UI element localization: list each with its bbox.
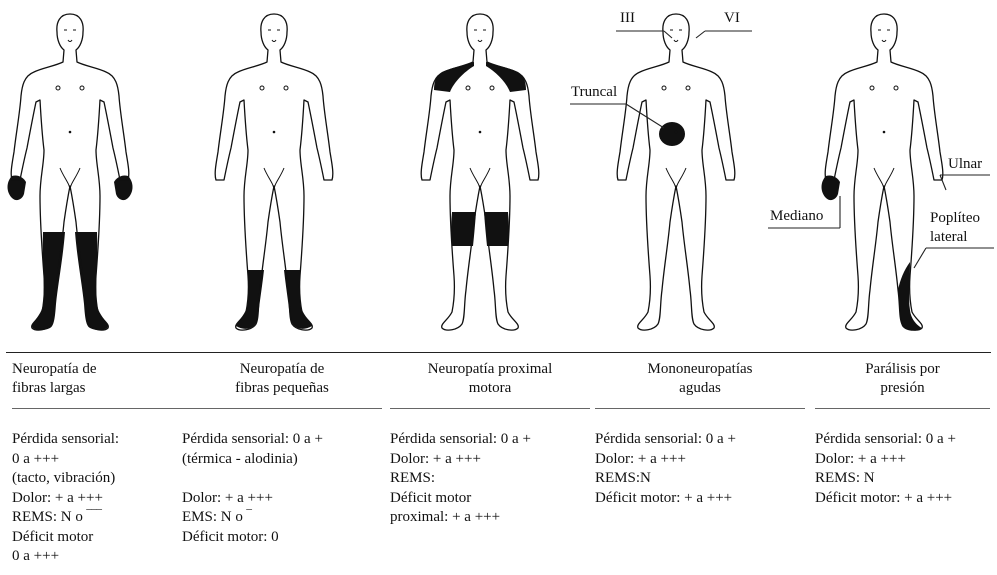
column-rule	[815, 408, 990, 409]
column-rule	[12, 408, 182, 409]
column-body: Pérdida sensorial: 0 a + Dolor: + a +++ …	[390, 430, 531, 528]
column-body: Pérdida sensorial: 0 a + Dolor: + a +++ …	[595, 430, 736, 508]
column-rule	[595, 408, 805, 409]
column-rule	[182, 408, 382, 409]
column-proximal-motor: Neuropatía proximal motora Pérdida senso…	[390, 360, 590, 408]
label-cranial-vi: VI	[724, 10, 740, 27]
column-small-fiber: Neuropatía de fibras pequeñas Pérdida se…	[182, 360, 382, 408]
column-large-fiber: Neuropatía de fibras largas Pérdida sens…	[12, 360, 182, 408]
annotation-lines	[0, 0, 997, 340]
column-rule	[390, 408, 590, 409]
column-title: Neuropatía proximal motora	[390, 360, 590, 408]
label-popliteo-1: Poplíteo	[930, 210, 980, 227]
column-body: Pérdida sensorial: 0 a + (térmica - alod…	[182, 430, 323, 547]
column-pressure-palsy: Parálisis por presión Pérdida sensorial:…	[815, 360, 990, 408]
table-top-rule	[6, 352, 991, 353]
column-title: Parálisis por presión	[815, 360, 990, 408]
column-title: Mononeuropatías agudas	[595, 360, 805, 408]
column-title: Neuropatía de fibras pequeñas	[182, 360, 382, 408]
column-mononeuropathy: Mononeuropatías agudas Pérdida sensorial…	[595, 360, 805, 408]
label-mediano: Mediano	[770, 208, 823, 225]
label-truncal: Truncal	[571, 84, 617, 101]
column-body: Pérdida sensorial: 0 a + Dolor: + a +++ …	[815, 430, 956, 508]
label-cranial-iii: III	[620, 10, 635, 27]
column-body: Pérdida sensorial: 0 a +++ (tacto, vibra…	[12, 430, 119, 567]
label-ulnar: Ulnar	[948, 156, 982, 173]
column-title: Neuropatía de fibras largas	[12, 360, 182, 408]
label-popliteo-2: lateral	[930, 229, 967, 246]
